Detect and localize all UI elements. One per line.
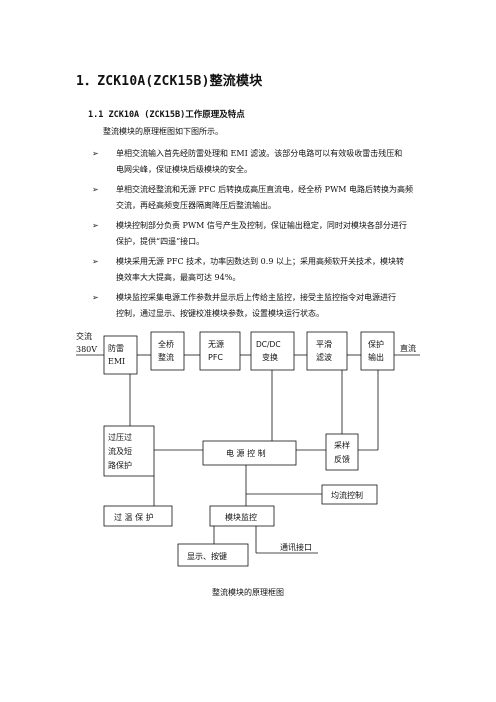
output-protection-block: 保护 输出 xyxy=(360,331,395,371)
output-label: 直流 xyxy=(400,343,416,353)
svg-text:模块监控: 模块监控 xyxy=(225,512,257,522)
svg-text:过 温 保 护: 过 温 保 护 xyxy=(114,512,154,522)
svg-text:显示、按键: 显示、按键 xyxy=(187,551,227,561)
svg-text:反馈: 反馈 xyxy=(334,454,350,464)
arrow-bullet-icon: ➢ xyxy=(92,221,99,230)
list-item-line: 单相交流经整流和无源 PFC 后转换成高压直流电，经全桥 PWM 电路后转换为高… xyxy=(116,185,414,194)
svg-text:PFC: PFC xyxy=(208,353,223,362)
svg-text:平滑: 平滑 xyxy=(316,339,332,349)
list-item-line: 保护，提供“四遥”接口。 xyxy=(116,237,205,246)
list-item: ➢ 模块控制部分负责 PWM 信号产生及控制，保证输出稳定，同时对模块各部分进行保… xyxy=(92,218,432,250)
intro-paragraph: 整流模块的原理框图如下图所示。 xyxy=(103,127,223,136)
svg-text:电 源 控 制: 电 源 控 制 xyxy=(226,448,266,458)
svg-text:保护: 保护 xyxy=(368,339,384,349)
list-item: ➢ 单相交流经整流和无源 PFC 后转换成高压直流电，经全桥 PWM 电路后转换为… xyxy=(92,182,432,214)
list-item-line: 模块监控采集电源工作参数并显示后上传给主监控，接受主监控指令对电源进行 xyxy=(116,293,396,302)
svg-text:DC/DC: DC/DC xyxy=(256,340,281,349)
list-item-line: 模块采用无源 PFC 技术，功率因数达到 0.9 以上；采用高频软开关技术，模块… xyxy=(116,257,404,266)
current-sharing-block: 均流控制 xyxy=(321,484,378,505)
over-temperature-block: 过 温 保 护 xyxy=(103,505,173,527)
list-item: ➢ 单相交流输入首先经防雷处理和 EMI 滤波。该部分电路可以有效吸收雷击残压和电… xyxy=(92,146,432,178)
dcdc-block: DC/DC 变换 xyxy=(250,331,295,371)
display-keys-block: 显示、按键 xyxy=(177,543,249,567)
section-heading: 1．ZCK10A(ZCK15B)整流模块 xyxy=(76,74,263,89)
overvoltage-protection-block: 过压过 流及短 路保护 xyxy=(103,425,155,477)
svg-text:全桥: 全桥 xyxy=(158,339,174,349)
svg-text:无源: 无源 xyxy=(208,340,224,349)
svg-text:均流控制: 均流控制 xyxy=(331,490,363,500)
list-item-line: 模块控制部分负责 PWM 信号产生及控制，保证输出稳定，同时对模块各部分进行 xyxy=(116,221,407,230)
svg-text:EMI: EMI xyxy=(108,357,125,366)
input-label: 交流 xyxy=(76,331,92,341)
list-item-line: 控制，通过显示、按键校准模块参数，设置模块运行状态。 xyxy=(116,309,324,318)
emi-block: 防雷 EMI xyxy=(103,335,138,375)
list-item: ➢ 模块监控采集电源工作参数并显示后上传给主监控，接受主监控指令对电源进行控制，通… xyxy=(92,290,432,322)
svg-text:过压过: 过压过 xyxy=(108,432,132,442)
module-monitor-block: 模块监控 xyxy=(209,505,275,527)
arrow-bullet-icon: ➢ xyxy=(92,185,99,194)
arrow-bullet-icon: ➢ xyxy=(92,293,99,302)
svg-text:整流: 整流 xyxy=(158,352,174,362)
svg-text:滤波: 滤波 xyxy=(316,352,332,362)
sampling-feedback-block: 采样 反馈 xyxy=(325,433,359,471)
list-item-line: 单相交流输入首先经防雷处理和 EMI 滤波。该部分电路可以有效吸收雷击残压和 xyxy=(116,149,403,158)
list-item-line: 换效率大大提高，最高可达 94%。 xyxy=(116,273,241,282)
svg-text:采样: 采样 xyxy=(334,440,350,450)
figure-caption: 整流模块的原理框图 xyxy=(212,588,284,597)
list-item-line: 电网尖峰，保证模块后级模块的安全。 xyxy=(116,165,252,174)
svg-text:流及短: 流及短 xyxy=(108,446,132,456)
list-item: ➢ 模块采用无源 PFC 技术，功率因数达到 0.9 以上；采用高频软开关技术，模… xyxy=(92,254,432,286)
svg-text:路保护: 路保护 xyxy=(108,460,132,470)
arrow-bullet-icon: ➢ xyxy=(92,149,99,158)
list-item-line: 交流，再经高频变压器隔离降压后整流输出。 xyxy=(116,201,276,210)
power-control-block: 电 源 控 制 xyxy=(202,440,297,466)
svg-text:变换: 变换 xyxy=(262,352,278,362)
svg-text:输出: 输出 xyxy=(368,352,384,362)
pfc-block: 无源 PFC xyxy=(199,331,241,371)
smoothing-filter-block: 平滑 滤波 xyxy=(306,331,348,371)
bridge-rectifier-block: 全桥 整流 xyxy=(150,331,185,371)
feature-list: ➢ 单相交流输入首先经防雷处理和 EMI 滤波。该部分电路可以有效吸收雷击残压和电… xyxy=(92,146,432,326)
input-voltage-label: 380V xyxy=(76,345,97,354)
svg-text:防雷: 防雷 xyxy=(108,343,124,353)
arrow-bullet-icon: ➢ xyxy=(92,257,99,266)
comm-port-label: 通讯接口 xyxy=(280,542,312,552)
subsection-heading: 1.1 ZCK10A (ZCK15B)工作原理及特点 xyxy=(88,110,245,120)
